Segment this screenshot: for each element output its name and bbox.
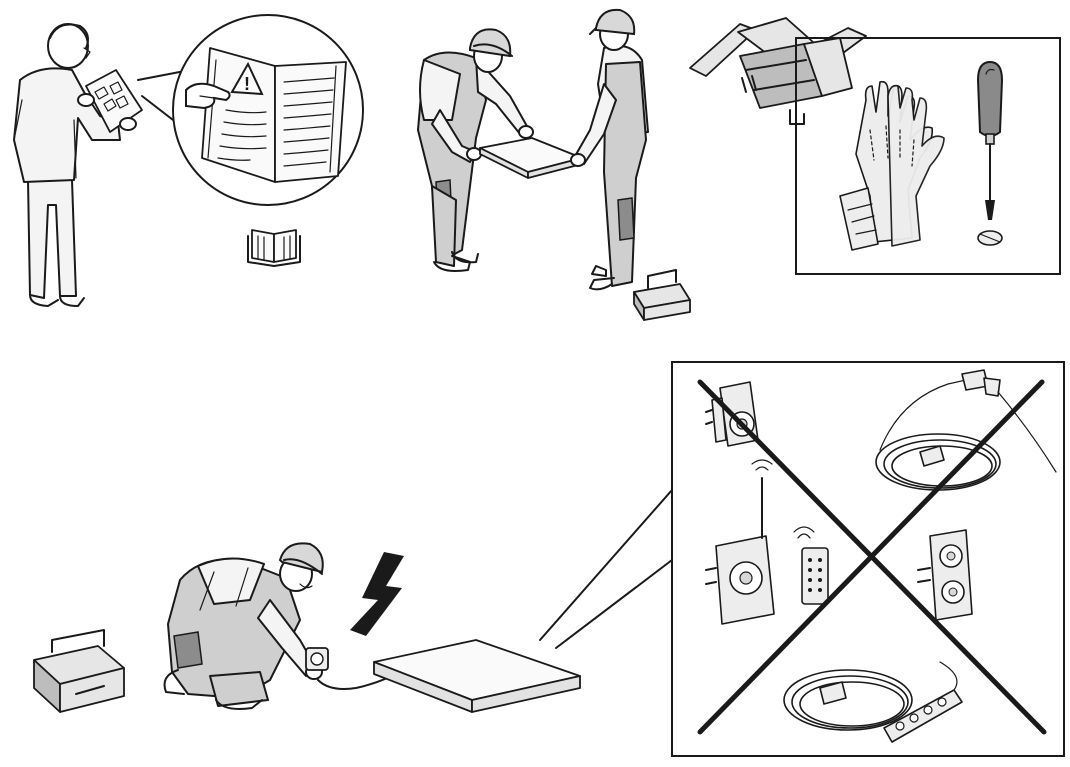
warning-glyph: ! <box>244 74 250 94</box>
electrician-plugging-in <box>163 542 393 710</box>
toolbox-icon <box>33 629 125 713</box>
flathead-screw-icon <box>977 230 1003 246</box>
prohibited-devices <box>671 361 1065 757</box>
wireless-socket-icon <box>705 459 775 625</box>
toolbox-icon <box>633 269 691 321</box>
prohibited-cross-icon <box>697 379 1047 735</box>
heating-panel <box>373 639 581 713</box>
gloves-icon <box>839 80 945 251</box>
reading-person <box>13 23 143 307</box>
screwdriver-icon <box>976 60 1004 220</box>
double-adapter-icon <box>917 529 973 621</box>
manual-book-icon <box>247 229 301 267</box>
callout-line <box>539 489 673 649</box>
required-tools <box>689 17 1061 275</box>
power-strip-icon <box>783 661 963 743</box>
tools-frame <box>795 37 1061 275</box>
remote-control-icon <box>793 526 829 605</box>
lightning-bolt-icon <box>350 552 404 636</box>
installers-carrying-panel <box>417 8 691 321</box>
toolbox-icon <box>689 17 867 125</box>
manual-with-warning: ! <box>172 14 364 206</box>
